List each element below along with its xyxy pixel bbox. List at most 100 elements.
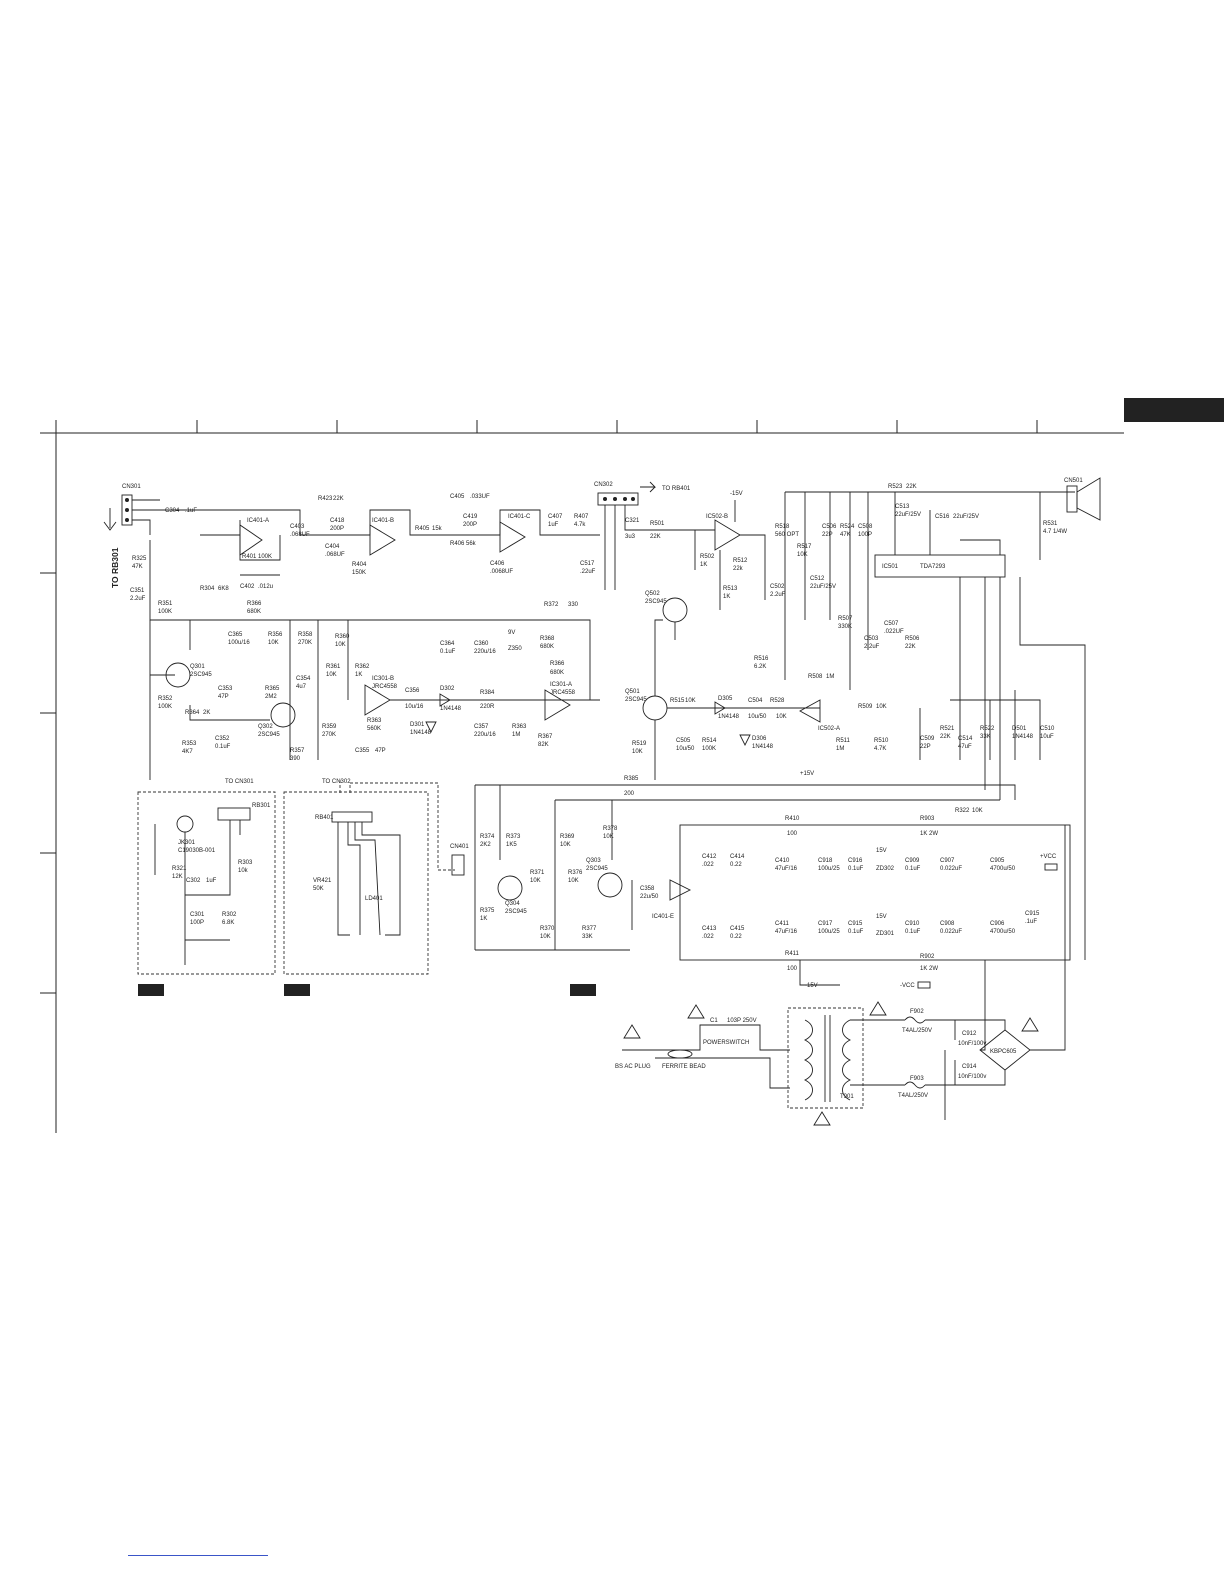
svg-text:2SC945: 2SC945 — [645, 599, 667, 605]
svg-text:.068UF: .068UF — [325, 552, 345, 558]
led-driver-section: CN401 R374 2K2 R373 1K5 R375 1K Q304 2SC… — [450, 785, 659, 951]
svg-text:CN302: CN302 — [594, 482, 613, 488]
svg-text:T4AL/250V: T4AL/250V — [902, 1028, 932, 1034]
svg-text:C415: C415 — [730, 926, 745, 932]
svg-text:R411: R411 — [785, 951, 800, 957]
svg-text:R517: R517 — [797, 544, 812, 550]
svg-text:22K: 22K — [650, 534, 661, 540]
svg-text:9V: 9V — [508, 630, 515, 636]
svg-text:4K7: 4K7 — [182, 749, 193, 755]
svg-text:R359: R359 — [322, 724, 337, 730]
svg-text:1K 2W: 1K 2W — [920, 831, 938, 837]
board-marker-3 — [570, 984, 596, 996]
svg-text:.022: .022 — [702, 934, 714, 940]
svg-text:R373: R373 — [506, 834, 521, 840]
warning-icon — [687, 1004, 705, 1019]
svg-text:C505: C505 — [676, 738, 691, 744]
svg-text:0.1uF: 0.1uF — [215, 744, 231, 750]
svg-text:R363: R363 — [367, 718, 382, 724]
svg-text:100K: 100K — [702, 746, 716, 752]
svg-text:R362: R362 — [355, 664, 370, 670]
svg-text:2SC945: 2SC945 — [625, 697, 647, 703]
svg-text:6K8: 6K8 — [218, 586, 229, 592]
svg-text:100: 100 — [787, 966, 798, 972]
svg-text:D302: D302 — [440, 686, 455, 692]
svg-text:RB401: RB401 — [315, 815, 334, 821]
svg-text:C512: C512 — [810, 576, 825, 582]
svg-text:Q501: Q501 — [625, 689, 640, 695]
svg-text:ZD302: ZD302 — [876, 866, 895, 872]
svg-text:220u/16: 220u/16 — [474, 649, 496, 655]
svg-text:R358: R358 — [298, 632, 313, 638]
svg-text:D501: D501 — [1012, 726, 1027, 732]
svg-text:R363: R363 — [512, 724, 527, 730]
svg-text:47P: 47P — [375, 748, 386, 754]
svg-text:C352: C352 — [215, 736, 230, 742]
svg-text:C503: C503 — [864, 636, 879, 642]
svg-text:R410: R410 — [785, 816, 800, 822]
svg-text:22uF/25V: 22uF/25V — [895, 512, 921, 518]
svg-text:R385: R385 — [624, 776, 639, 782]
svg-text:R510: R510 — [874, 738, 889, 744]
svg-text:680K: 680K — [540, 644, 554, 650]
svg-text:RB301: RB301 — [252, 803, 271, 809]
svg-text:C407: C407 — [548, 514, 563, 520]
svg-text:CN501: CN501 — [1064, 478, 1083, 484]
warning-icon — [623, 1024, 641, 1039]
svg-text:JRC4558: JRC4558 — [550, 690, 576, 696]
svg-text:0.1uF: 0.1uF — [905, 929, 921, 935]
svg-text:+15V: +15V — [800, 771, 814, 777]
svg-text:10K: 10K — [876, 704, 887, 710]
svg-text:C517: C517 — [580, 561, 595, 567]
ic501-power-amp: IC501 TDA7293 R523 22K C513 22uF/25V C51… — [775, 477, 1101, 960]
svg-text:R384: R384 — [480, 690, 495, 696]
svg-text:C304: C304 — [165, 508, 180, 514]
svg-text:6.8K: 6.8K — [222, 920, 234, 926]
svg-text:100P: 100P — [190, 920, 204, 926]
svg-text:C506: C506 — [822, 524, 837, 530]
svg-text:R523: R523 — [888, 484, 903, 490]
svg-text:47P: 47P — [218, 694, 229, 700]
svg-text:C914: C914 — [962, 1064, 977, 1070]
svg-text:R351: R351 — [158, 601, 173, 607]
svg-text:C507: C507 — [884, 621, 899, 627]
svg-text:2.2uF: 2.2uF — [864, 644, 880, 650]
svg-text:JK301: JK301 — [178, 840, 196, 846]
svg-text:6.2K: 6.2K — [754, 664, 766, 670]
svg-text:R528: R528 — [770, 698, 785, 704]
svg-text:1N4148: 1N4148 — [752, 744, 774, 750]
svg-text:R508: R508 — [808, 674, 823, 680]
rb301-board: TO CN301 RB301 JK301 C19030B-001 R321 12… — [137, 779, 276, 975]
svg-text:1uF: 1uF — [548, 522, 559, 528]
svg-text:1N4148: 1N4148 — [718, 714, 740, 720]
svg-text:.022UF: .022UF — [884, 629, 904, 635]
svg-text:0.22: 0.22 — [730, 934, 742, 940]
svg-text:1uF: 1uF — [206, 878, 217, 884]
svg-text:R407: R407 — [574, 514, 589, 520]
svg-text:R515: R515 — [670, 698, 685, 704]
svg-text:R524: R524 — [840, 524, 855, 530]
svg-text:F903: F903 — [910, 1076, 924, 1082]
svg-text:C413: C413 — [702, 926, 717, 932]
svg-text:10K: 10K — [797, 552, 808, 558]
svg-text:15V: 15V — [876, 914, 887, 920]
svg-text:C504: C504 — [748, 698, 763, 704]
page-tab — [1124, 398, 1224, 422]
svg-text:R370: R370 — [540, 926, 555, 932]
warning-icon — [1021, 1017, 1039, 1032]
svg-text:C909: C909 — [905, 858, 920, 864]
svg-text:C414: C414 — [730, 854, 745, 860]
svg-text:IC301-B: IC301-B — [372, 676, 394, 682]
svg-text:C916: C916 — [848, 858, 863, 864]
svg-text:R511: R511 — [836, 738, 851, 744]
svg-text:C906: C906 — [990, 921, 1005, 927]
svg-text:D306: D306 — [752, 736, 767, 742]
svg-text:C516: C516 — [935, 514, 950, 520]
svg-text:C410: C410 — [775, 858, 790, 864]
svg-text:R506: R506 — [905, 636, 920, 642]
svg-text:C353: C353 — [218, 686, 233, 692]
svg-text:4700u/50: 4700u/50 — [990, 929, 1016, 935]
svg-text:C915: C915 — [1025, 911, 1040, 917]
svg-text:C354: C354 — [296, 676, 311, 682]
svg-text:680K: 680K — [247, 609, 261, 615]
